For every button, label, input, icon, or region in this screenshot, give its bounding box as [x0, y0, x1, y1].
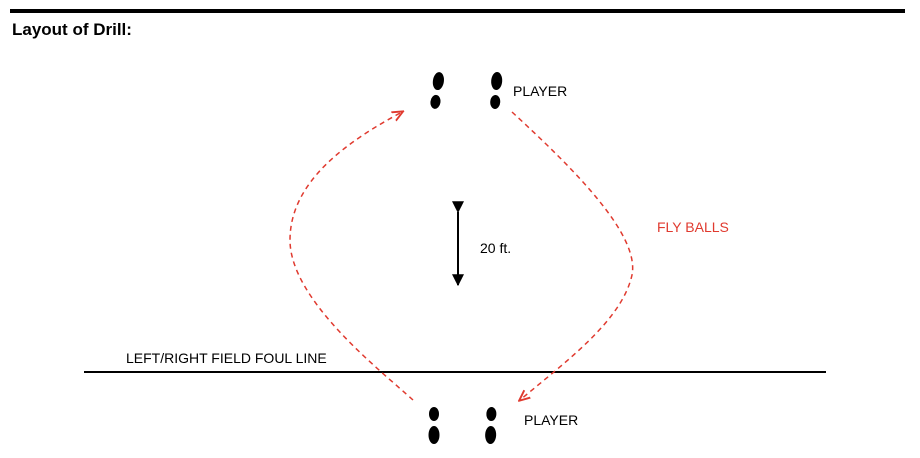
- fly-ball-path-right: [511, 111, 634, 400]
- page-title: Layout of Drill:: [12, 20, 132, 39]
- foul-line-label: LEFT/RIGHT FIELD FOUL LINE: [126, 350, 327, 366]
- fly-balls-label: FLY BALLS: [657, 219, 729, 235]
- player-bottom-right-footprint-icon: [484, 406, 498, 445]
- player-bottom-label: PLAYER: [524, 412, 579, 428]
- player-top-right-footprint-icon: [489, 71, 503, 110]
- distance-label: 20 ft.: [480, 240, 512, 256]
- player-top-left-footprint-icon: [429, 71, 446, 110]
- fly-ball-path-left: [289, 112, 414, 401]
- player-top-label: PLAYER: [513, 83, 568, 99]
- top-divider: [10, 9, 905, 13]
- player-bottom-left-footprint-icon: [428, 407, 440, 444]
